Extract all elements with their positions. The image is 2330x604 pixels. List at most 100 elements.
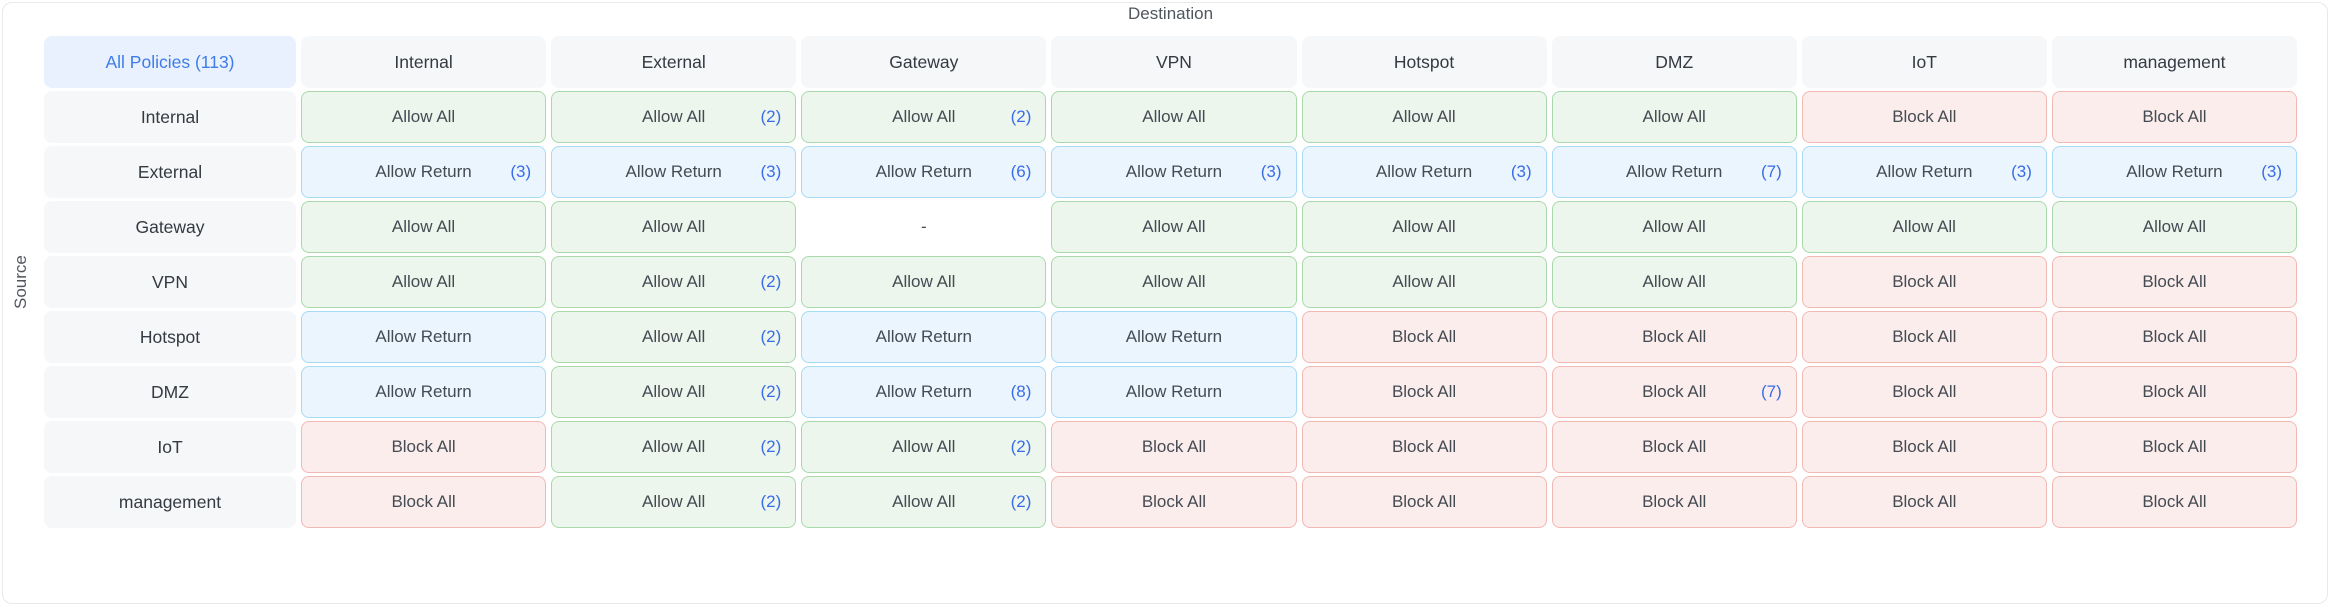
policy-cell-iot-to-iot[interactable]: Block All xyxy=(1801,421,2047,473)
policy-cell-hotspot-to-hotspot[interactable]: Block All xyxy=(1301,311,1547,363)
column-header-iot[interactable]: IoT xyxy=(1801,36,2047,88)
policy-cell-gateway-to-vpn[interactable]: Allow All xyxy=(1051,201,1297,253)
policy-cell-hotspot-to-vpn[interactable]: Allow Return xyxy=(1051,311,1297,363)
row-header-vpn[interactable]: VPN xyxy=(44,256,296,308)
policy-action-label: Allow All xyxy=(1142,272,1206,291)
policy-action-label: Allow All xyxy=(391,217,456,236)
policy-count-badge: (6) xyxy=(1010,162,1032,181)
policy-cell-gateway-to-external[interactable]: Allow All xyxy=(551,201,797,253)
row-header-internal[interactable]: Internal xyxy=(44,91,296,143)
policy-cell-hotspot-to-management[interactable]: Block All xyxy=(2051,311,2297,363)
policy-action-label: Allow All xyxy=(2142,217,2207,236)
policy-cell-gateway-to-iot[interactable]: Allow All xyxy=(1801,201,2047,253)
policy-cell-management-to-gateway[interactable]: Allow All(2) xyxy=(801,476,1047,528)
policy-count-badge: (2) xyxy=(760,107,782,126)
policy-cell-vpn-to-dmz[interactable]: Allow All xyxy=(1551,256,1797,308)
policy-cell-dmz-to-hotspot[interactable]: Block All xyxy=(1301,366,1547,418)
policy-action-label: Allow All xyxy=(1392,272,1456,291)
policy-cell-hotspot-to-gateway[interactable]: Allow Return xyxy=(801,311,1047,363)
policy-cell-vpn-to-iot[interactable]: Block All xyxy=(1801,256,2047,308)
policy-cell-vpn-to-hotspot[interactable]: Allow All xyxy=(1301,256,1547,308)
policy-cell-gateway-to-hotspot[interactable]: Allow All xyxy=(1301,201,1547,253)
policy-action-label: Allow All xyxy=(642,327,706,346)
policy-cell-iot-to-vpn[interactable]: Block All xyxy=(1051,421,1297,473)
row-header-dmz[interactable]: DMZ xyxy=(44,366,296,418)
column-header-external[interactable]: External xyxy=(551,36,797,88)
policy-action-label: Allow All xyxy=(642,217,706,236)
policy-cell-gateway-to-gateway[interactable]: - xyxy=(801,201,1047,253)
policy-cell-gateway-to-internal[interactable]: Allow All xyxy=(301,201,547,253)
policy-cell-iot-to-dmz[interactable]: Block All xyxy=(1551,421,1797,473)
policy-cell-management-to-hotspot[interactable]: Block All xyxy=(1301,476,1547,528)
policy-action-label: Block All xyxy=(1892,327,1957,346)
row-header-gateway[interactable]: Gateway xyxy=(44,201,296,253)
policy-cell-dmz-to-internal[interactable]: Allow Return xyxy=(301,366,547,418)
row-header-management[interactable]: management xyxy=(44,476,296,528)
policy-cell-dmz-to-dmz[interactable]: Block All(7) xyxy=(1551,366,1797,418)
policy-cell-hotspot-to-dmz[interactable]: Block All xyxy=(1551,311,1797,363)
policy-cell-management-to-dmz[interactable]: Block All xyxy=(1551,476,1797,528)
policy-cell-vpn-to-external[interactable]: Allow All(2) xyxy=(551,256,797,308)
row-header-external[interactable]: External xyxy=(44,146,296,198)
policy-cell-vpn-to-management[interactable]: Block All xyxy=(2051,256,2297,308)
policy-cell-management-to-external[interactable]: Allow All(2) xyxy=(551,476,797,528)
policy-cell-external-to-hotspot[interactable]: Allow Return(3) xyxy=(1301,146,1547,198)
policy-cell-external-to-external[interactable]: Allow Return(3) xyxy=(551,146,797,198)
column-header-hotspot[interactable]: Hotspot xyxy=(1301,36,1547,88)
policy-cell-management-to-iot[interactable]: Block All xyxy=(1801,476,2047,528)
policy-cell-dmz-to-gateway[interactable]: Allow Return(8) xyxy=(801,366,1047,418)
policy-cell-iot-to-external[interactable]: Allow All(2) xyxy=(551,421,797,473)
column-header-management[interactable]: management xyxy=(2051,36,2297,88)
policy-cell-external-to-gateway[interactable]: Allow Return(6) xyxy=(801,146,1047,198)
row-header-hotspot[interactable]: Hotspot xyxy=(44,311,296,363)
policy-action-label: Allow All xyxy=(642,272,706,291)
policy-action-label: Allow Return xyxy=(375,162,472,181)
policy-cell-iot-to-hotspot[interactable]: Block All xyxy=(1301,421,1547,473)
policy-cell-hotspot-to-iot[interactable]: Block All xyxy=(1801,311,2047,363)
policy-cell-vpn-to-gateway[interactable]: Allow All xyxy=(801,256,1047,308)
policy-cell-iot-to-internal[interactable]: Block All xyxy=(301,421,547,473)
row-header-iot[interactable]: IoT xyxy=(44,421,296,473)
column-header-vpn[interactable]: VPN xyxy=(1051,36,1297,88)
policy-cell-external-to-vpn[interactable]: Allow Return(3) xyxy=(1051,146,1297,198)
policy-cell-internal-to-iot[interactable]: Block All xyxy=(1801,91,2047,143)
policy-cell-iot-to-gateway[interactable]: Allow All(2) xyxy=(801,421,1047,473)
policy-cell-gateway-to-dmz[interactable]: Allow All xyxy=(1551,201,1797,253)
policy-cell-gateway-to-management[interactable]: Allow All xyxy=(2051,201,2297,253)
policy-cell-internal-to-gateway[interactable]: Allow All(2) xyxy=(801,91,1047,143)
policy-count-badge: (7) xyxy=(1760,382,1782,401)
policy-cell-vpn-to-internal[interactable]: Allow All xyxy=(301,256,547,308)
policy-action-label: Allow All xyxy=(892,492,956,511)
policy-cell-internal-to-external[interactable]: Allow All(2) xyxy=(551,91,797,143)
policy-cell-external-to-iot[interactable]: Allow Return(3) xyxy=(1801,146,2047,198)
policy-cell-external-to-dmz[interactable]: Allow Return(7) xyxy=(1551,146,1797,198)
policy-count-badge: (3) xyxy=(1260,162,1282,181)
column-header-dmz[interactable]: DMZ xyxy=(1551,36,1797,88)
policy-action-label: Block All xyxy=(1391,437,1457,456)
policy-count-badge: (2) xyxy=(760,382,782,401)
policy-cell-hotspot-to-internal[interactable]: Allow Return xyxy=(301,311,547,363)
policy-cell-dmz-to-external[interactable]: Allow All(2) xyxy=(551,366,797,418)
policy-action-label: Allow All xyxy=(892,272,956,291)
policy-cell-dmz-to-vpn[interactable]: Allow Return xyxy=(1051,366,1297,418)
policy-cell-iot-to-management[interactable]: Block All xyxy=(2051,421,2297,473)
policy-cell-external-to-management[interactable]: Allow Return(3) xyxy=(2051,146,2297,198)
policy-cell-management-to-internal[interactable]: Block All xyxy=(301,476,547,528)
column-header-gateway[interactable]: Gateway xyxy=(801,36,1047,88)
policy-cell-hotspot-to-external[interactable]: Allow All(2) xyxy=(551,311,797,363)
policy-cell-management-to-vpn[interactable]: Block All xyxy=(1051,476,1297,528)
policy-cell-dmz-to-management[interactable]: Block All xyxy=(2051,366,2297,418)
all-policies-button[interactable]: All Policies (113) xyxy=(44,36,296,88)
policy-cell-internal-to-vpn[interactable]: Allow All xyxy=(1051,91,1297,143)
policy-cell-dmz-to-iot[interactable]: Block All xyxy=(1801,366,2047,418)
policy-action-label: Allow Return xyxy=(2126,162,2223,181)
policy-cell-internal-to-hotspot[interactable]: Allow All xyxy=(1301,91,1547,143)
policy-cell-internal-to-management[interactable]: Block All xyxy=(2051,91,2297,143)
policy-cell-external-to-internal[interactable]: Allow Return(3) xyxy=(301,146,547,198)
policy-cell-vpn-to-vpn[interactable]: Allow All xyxy=(1051,256,1297,308)
policy-cell-internal-to-internal[interactable]: Allow All xyxy=(301,91,547,143)
policy-cell-management-to-management[interactable]: Block All xyxy=(2051,476,2297,528)
policy-action-label: Block All xyxy=(1391,492,1457,511)
column-header-internal[interactable]: Internal xyxy=(301,36,547,88)
policy-cell-internal-to-dmz[interactable]: Allow All xyxy=(1551,91,1797,143)
